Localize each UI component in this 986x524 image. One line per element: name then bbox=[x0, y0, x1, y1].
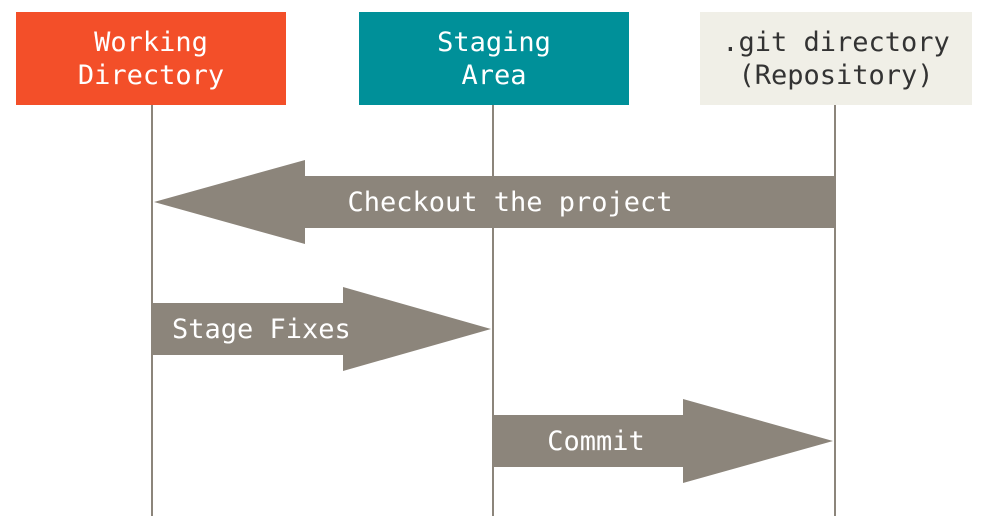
commit-arrow bbox=[493, 399, 833, 483]
staging-area-label-line1: Staging bbox=[437, 26, 551, 58]
git-directory-label-line1: .git directory bbox=[722, 26, 950, 58]
git-directory-label-line2: (Repository) bbox=[738, 59, 934, 91]
staging-area-box: Staging Area bbox=[359, 12, 629, 105]
working-directory-box: Working Directory bbox=[16, 12, 286, 105]
git-directory-box: .git directory (Repository) bbox=[700, 12, 972, 105]
commit-arrow-label: Commit bbox=[547, 426, 645, 457]
stage-fixes-arrow-label: Stage Fixes bbox=[172, 314, 351, 345]
working-directory-label-line2: Directory bbox=[77, 59, 225, 91]
checkout-arrow-label: Checkout the project bbox=[347, 187, 672, 218]
checkout-arrow bbox=[154, 160, 835, 244]
stage-fixes-arrow bbox=[152, 287, 491, 371]
staging-area-label-line2: Area bbox=[461, 59, 527, 91]
working-directory-label-line1: Working bbox=[94, 26, 208, 58]
